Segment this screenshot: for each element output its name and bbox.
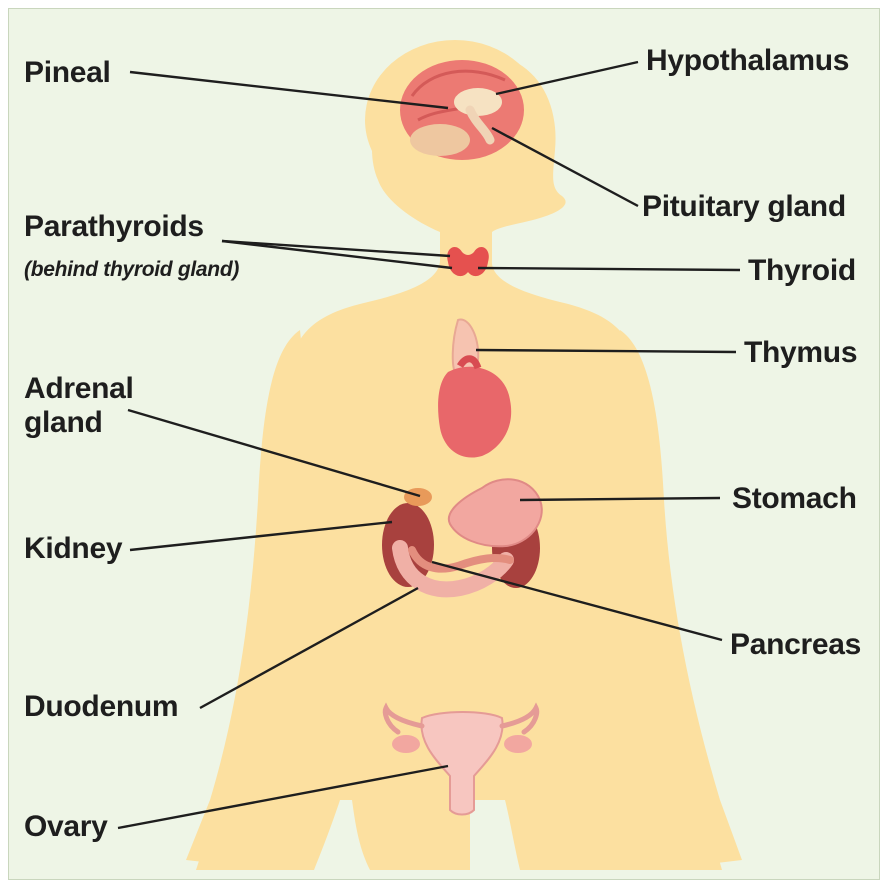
label-thymus: Thymus xyxy=(744,336,857,370)
label-duodenum: Duodenum xyxy=(24,690,178,724)
label-stomach: Stomach xyxy=(732,482,857,516)
label-ovary: Ovary xyxy=(24,810,108,844)
thyroid-line xyxy=(478,268,740,270)
label-adrenal-line2: gland xyxy=(24,406,103,440)
label-thyroid: Thyroid xyxy=(748,254,856,288)
label-parathyroids-note: (behind thyroid gland) xyxy=(24,258,239,282)
brain xyxy=(400,60,524,160)
label-kidney: Kidney xyxy=(24,532,122,566)
label-pineal: Pineal xyxy=(24,56,111,90)
label-pancreas: Pancreas xyxy=(730,628,861,662)
label-adrenal-line1: Adrenal xyxy=(24,372,134,406)
label-parathyroids: Parathyroids xyxy=(24,210,204,244)
label-pituitary: Pituitary gland xyxy=(642,190,846,224)
label-hypothalamus: Hypothalamus xyxy=(646,44,849,78)
